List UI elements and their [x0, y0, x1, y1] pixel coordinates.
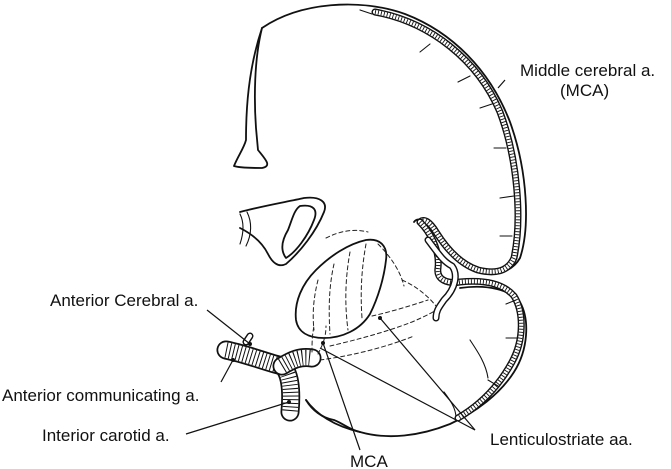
- label-middle-cerebral-line1: Middle cerebral a.: [520, 61, 655, 80]
- leader-lines: [185, 79, 506, 451]
- label-anterior-cerebral: Anterior Cerebral a.: [50, 291, 198, 310]
- label-interior-carotid: Interior carotid a.: [42, 426, 170, 445]
- ventricle-shapes: [239, 196, 326, 267]
- label-lenticulostriate: Lenticulostriate aa.: [490, 430, 633, 449]
- basal-ganglia-outline: [294, 229, 445, 361]
- diagram-labels: Middle cerebral a. (MCA) Anterior Cerebr…: [2, 61, 655, 469]
- middle-cerebral-artery: [359, 8, 525, 422]
- label-middle-cerebral-line2: (MCA): [560, 81, 609, 100]
- carotid-trunk: [216, 325, 327, 422]
- label-mca: MCA: [350, 452, 388, 469]
- label-anterior-communicating: Anterior communicating a.: [2, 386, 199, 405]
